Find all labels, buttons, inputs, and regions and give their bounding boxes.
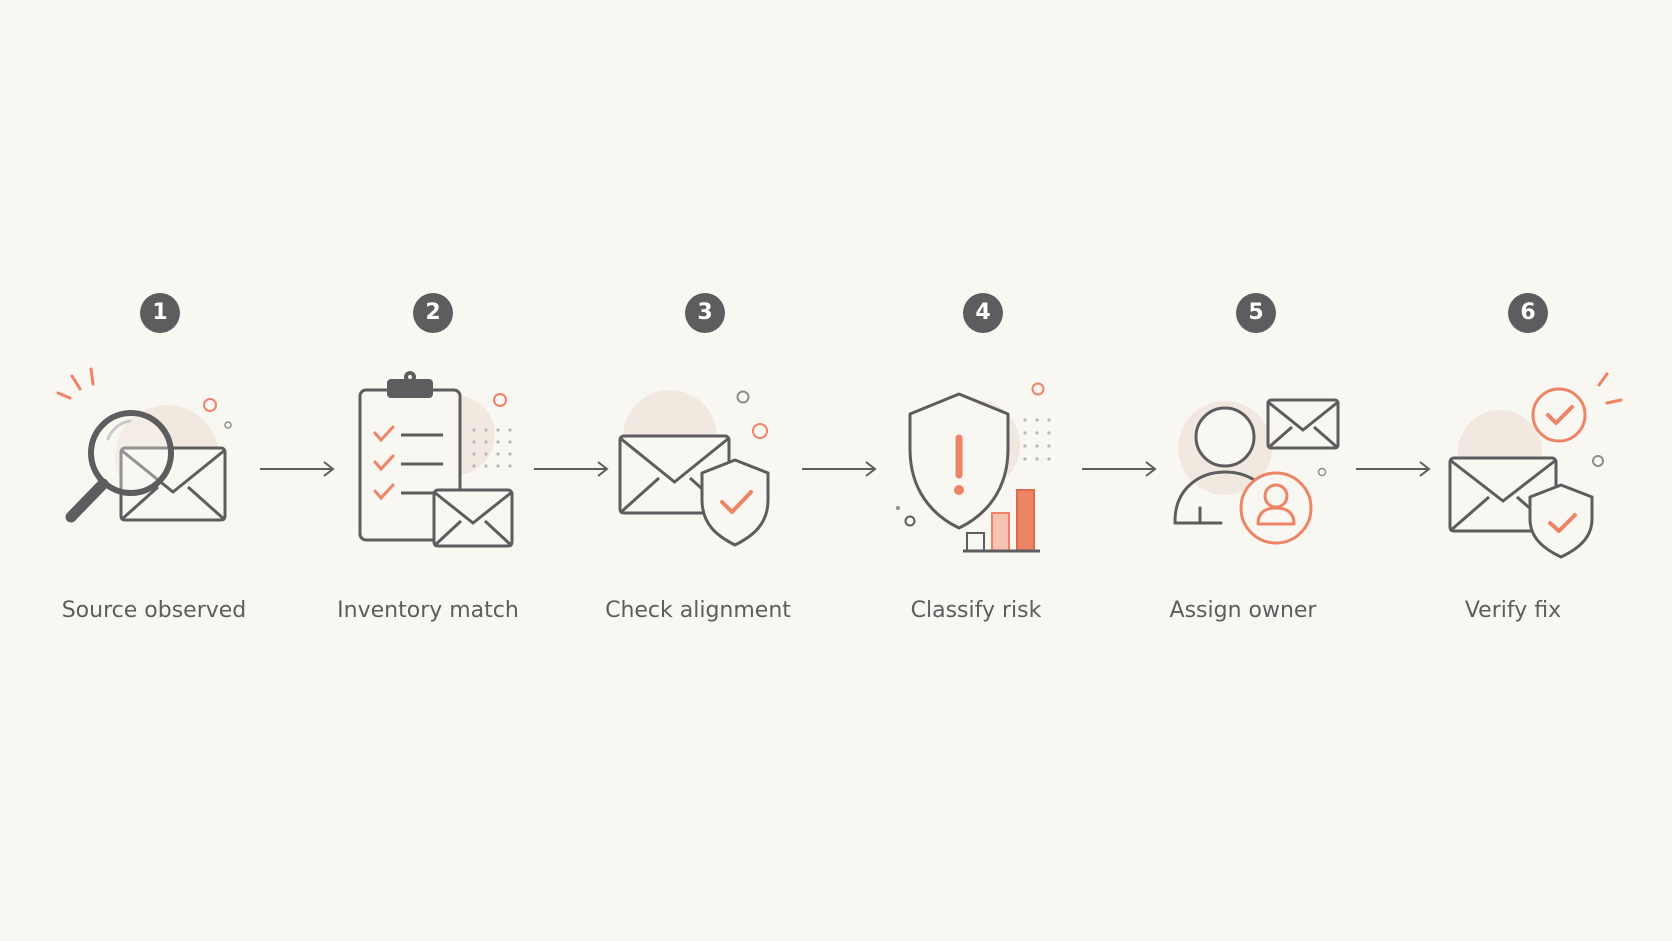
flow-arrow-2: [534, 461, 609, 477]
step-6-label: Verify fix: [1464, 598, 1562, 623]
flow-arrow-5: [1356, 461, 1431, 477]
envelope-shield-verified-icon: [1448, 372, 1623, 559]
flow-arrow-3: [802, 461, 877, 477]
step-2-label: Inventory match: [337, 598, 519, 623]
step-1-label: Source observed: [61, 598, 247, 623]
step-4-badge: 4: [963, 293, 1003, 333]
step-4-label: Classify risk: [910, 598, 1042, 623]
flow-arrow-1: [260, 461, 335, 477]
step-6-badge: 6: [1508, 293, 1548, 333]
clipboard-checklist-envelope-icon: [358, 371, 514, 548]
person-envelope-user-badge-icon: [1173, 398, 1340, 545]
step-5-label: Assign owner: [1169, 598, 1317, 623]
shield-alert-bar-chart-icon: [896, 382, 1051, 553]
step-5-badge: 5: [1236, 293, 1276, 333]
step-3-badge: 3: [685, 293, 725, 333]
step-2-badge: 2: [413, 293, 453, 333]
magnifier-envelope-icon: [56, 367, 232, 523]
step-3-label: Check alignment: [605, 598, 791, 623]
step-1-badge: 1: [140, 293, 180, 333]
envelope-shield-check-icon: [618, 390, 770, 547]
flow-arrow-4: [1082, 461, 1157, 477]
